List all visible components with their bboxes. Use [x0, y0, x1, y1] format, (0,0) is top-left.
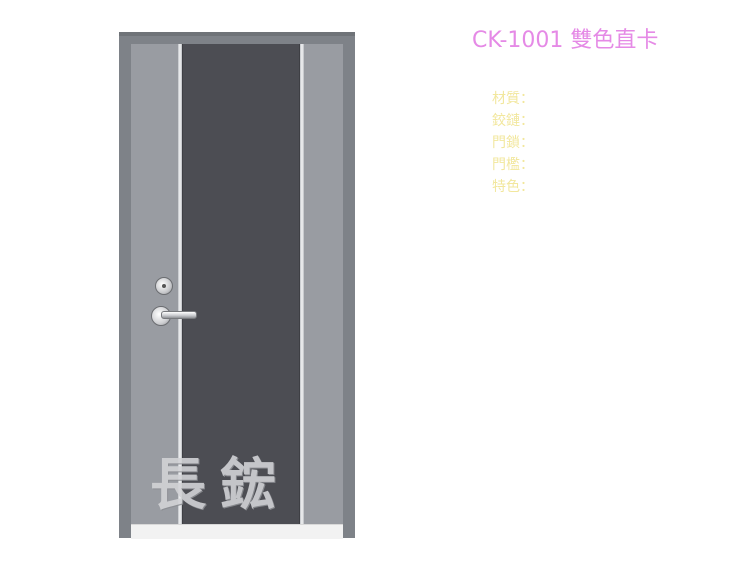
spec-list: 材質： 鉸鏈： 門鎖： 門檻： 特色： — [492, 88, 534, 198]
product-title: CK-1001 雙色直卡 — [472, 28, 659, 53]
keyhole-icon — [162, 284, 166, 288]
door-frame-top — [119, 32, 355, 36]
spec-material: 材質： — [492, 91, 534, 107]
spec-sill: 門檻： — [492, 157, 534, 173]
spec-feature: 特色： — [492, 179, 534, 195]
spec-hinge: 鉸鏈： — [492, 113, 534, 129]
door-leaf — [131, 44, 343, 524]
door-threshold — [131, 524, 343, 539]
door-metal-strip-left — [178, 44, 182, 524]
spec-lock: 門鎖： — [492, 135, 534, 151]
door-lock-cylinder — [155, 277, 173, 295]
door-metal-strip-right — [300, 44, 304, 524]
door-image — [119, 32, 355, 539]
door-center-panel — [182, 44, 300, 524]
door-handle-lever — [161, 311, 197, 319]
brand-logo: 長鋐 — [150, 452, 290, 518]
